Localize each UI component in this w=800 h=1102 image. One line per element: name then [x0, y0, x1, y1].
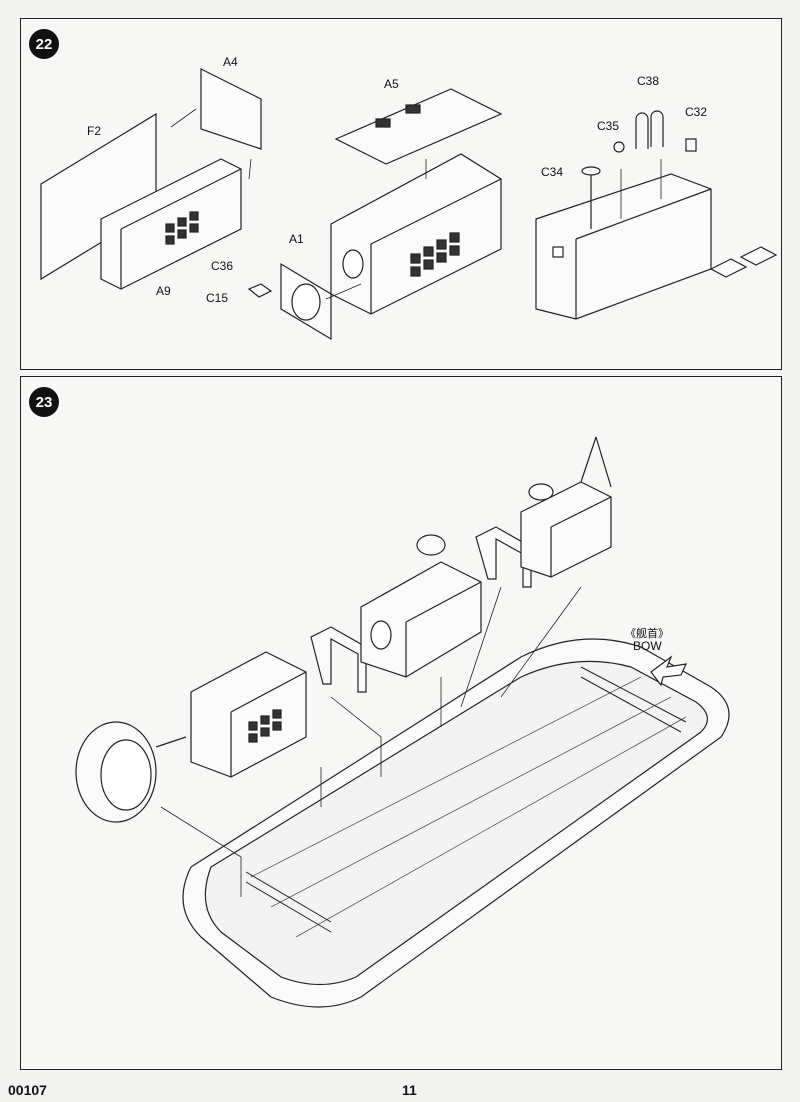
step-23-panel: 23	[20, 376, 782, 1070]
assembled-cabin	[330, 153, 502, 315]
part-c15	[247, 283, 273, 298]
label-c35: C35	[597, 119, 620, 133]
bow-arrow-icon	[650, 655, 688, 687]
step-22-assembly-drawing	[40, 68, 778, 341]
label-c15: C15	[206, 291, 229, 305]
frame-part-1	[310, 626, 367, 693]
deckhouse-assembly	[190, 651, 307, 778]
label-c32: C32	[685, 105, 708, 119]
label-a5: A5	[384, 77, 399, 91]
label-a1: A1	[289, 232, 304, 246]
part-c38	[635, 112, 649, 149]
step-number-badge: 22	[29, 29, 59, 59]
frame-part-2	[475, 526, 532, 588]
label-a4: A4	[223, 55, 238, 69]
hatch-parts	[709, 246, 778, 278]
product-code: 00107	[8, 1082, 47, 1098]
label-c36: C36	[211, 259, 234, 273]
step-number-badge: 23	[29, 387, 59, 417]
label-f2: F2	[87, 124, 102, 138]
engine-assembly	[360, 561, 482, 678]
part-c34	[581, 166, 601, 176]
part-c35	[613, 141, 625, 153]
label-c34: C34	[541, 165, 564, 179]
bow-label-cn: 《舰首》	[625, 628, 669, 640]
step-23-assembly-drawing	[75, 436, 730, 1008]
bow-label: BOW	[633, 639, 662, 653]
part-c32	[685, 138, 697, 152]
part-a5	[334, 88, 503, 165]
step-22-panel: 22	[20, 18, 782, 370]
label-a9: A9	[156, 284, 171, 298]
label-c38: C38	[637, 74, 660, 88]
part-a4	[200, 68, 262, 150]
engine-exhaust	[416, 534, 446, 556]
page-number: 11	[402, 1082, 417, 1098]
